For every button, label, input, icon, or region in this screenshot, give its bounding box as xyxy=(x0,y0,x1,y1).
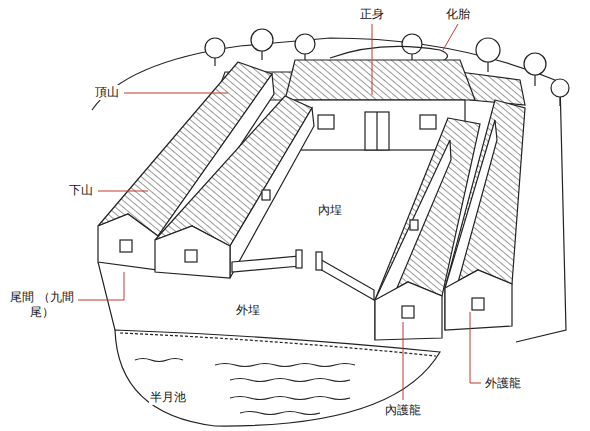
pond-label: 半月池 xyxy=(149,390,187,405)
inner-court-label: 內埕 xyxy=(317,203,343,218)
upper-hall-label: 頂山 xyxy=(94,85,120,100)
inner-wing-label: 內護龍 xyxy=(384,403,422,418)
end-room-label: 尾間 （九間尾） xyxy=(8,290,76,320)
lower-hall-label: 下山 xyxy=(68,183,94,198)
outer-wing-label: 外護龍 xyxy=(484,376,522,391)
mound-label: 化胎 xyxy=(445,7,471,22)
outer-court-label: 外埕 xyxy=(235,303,261,318)
main-hall-label: 正身 xyxy=(359,7,385,22)
